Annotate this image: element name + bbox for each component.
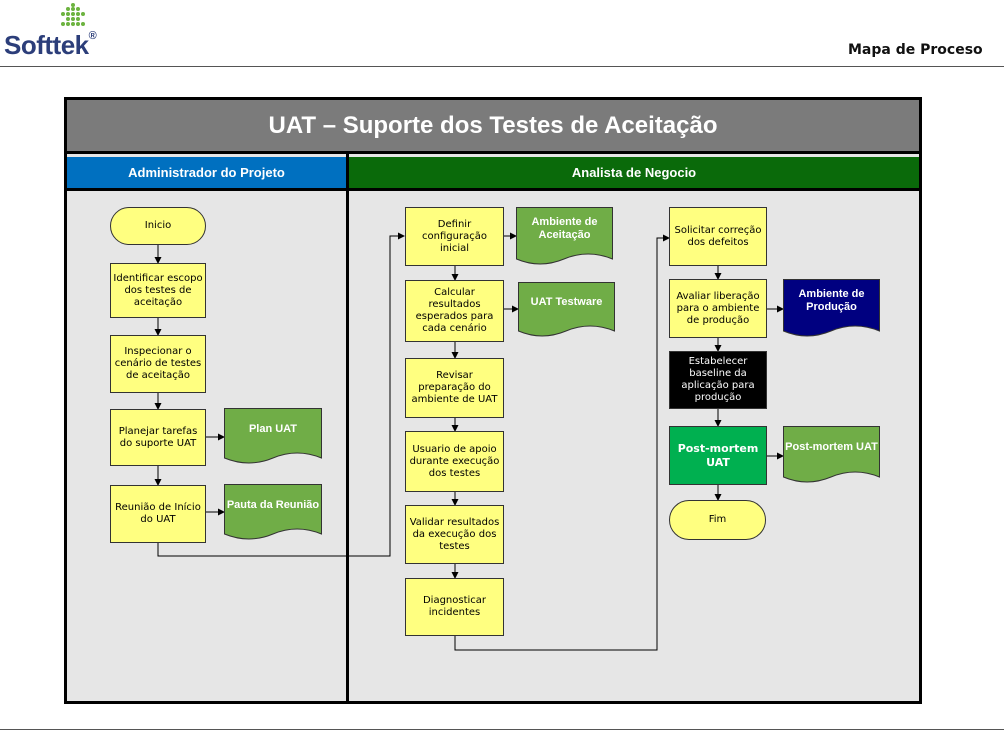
logo-text: Softtek	[4, 30, 89, 60]
node-estabelecer-baseline: Estabelecer baseline da aplicação para p…	[669, 351, 767, 409]
document-shape-icon	[518, 282, 615, 337]
node-validar-resultados: Validar resultados da execução dos teste…	[405, 505, 504, 564]
doc-label: Ambiente de Produção	[798, 287, 865, 313]
doc-plan-uat: Plan UAT	[224, 408, 322, 466]
footer-rule	[0, 729, 1004, 730]
diagram-title: UAT – Suporte dos Testes de Aceitação	[67, 100, 919, 154]
doc-ambiente-producao: Ambiente de Produção	[783, 279, 880, 339]
document-shape-icon	[224, 408, 322, 464]
node-usuario-apoio: Usuario de apoio durante execução dos te…	[405, 431, 504, 492]
document-shape-icon	[516, 207, 613, 265]
doc-label: UAT Testware	[530, 296, 603, 309]
header-rule	[0, 66, 1004, 67]
doc-pauta-reuniao: Pauta da Reunião	[224, 484, 322, 542]
lane-divider	[346, 154, 349, 702]
document-title: Mapa de Proceso	[848, 42, 983, 58]
doc-postmortem: Post-mortem UAT	[783, 426, 880, 485]
node-postmortem-uat: Post-mortem UAT	[669, 426, 767, 485]
node-planejar-tarefas: Planejar tarefas do suporte UAT	[110, 409, 206, 466]
node-avaliar-liberacao: Avaliar liberação para o ambiente de pro…	[669, 279, 767, 338]
doc-label: Post-mortem UAT	[785, 440, 878, 453]
logo-wordmark: Softtek®	[4, 30, 97, 61]
doc-ambiente-aceitacao: Ambiente de Aceitação	[516, 207, 613, 267]
doc-uat-testware: UAT Testware	[518, 282, 615, 339]
softtek-logo-icon	[58, 2, 88, 30]
document-shape-icon	[224, 484, 322, 540]
doc-label: Ambiente de Aceitação	[531, 215, 598, 241]
node-diagnosticar-incidentes: Diagnosticar incidentes	[405, 578, 504, 636]
lane-header-admin: Administrador do Projeto	[67, 157, 346, 191]
node-identificar-escopo: Identificar escopo dos testes de aceitaç…	[110, 263, 206, 318]
node-calcular-resultados: Calcular resultados esperados para cada …	[405, 280, 504, 342]
lane-header-analyst: Analista de Negocio	[349, 157, 919, 191]
arrow-diagnosticar-solicitar	[454, 234, 670, 651]
doc-label: Pauta da Reunião	[226, 498, 320, 511]
node-solicitar-correcao: Solicitar correção dos defeitos	[669, 207, 767, 266]
node-definir-configuracao: Definir configuração inicial	[405, 207, 504, 266]
arrow-reuniao-definir	[157, 232, 405, 557]
node-inspecionar-cenario: Inspecionar o cenário de testes de aceit…	[110, 335, 206, 393]
document-shape-icon	[783, 279, 880, 337]
node-reuniao-inicio: Reunião de Início do UAT	[110, 485, 206, 543]
logo-registered-mark: ®	[88, 30, 97, 42]
node-inicio: Inicio	[110, 207, 206, 245]
doc-label: Plan UAT	[248, 422, 298, 435]
document-shape-icon	[783, 426, 880, 483]
node-revisar-preparacao: Revisar preparação do ambiente de UAT	[405, 358, 504, 418]
node-fim: Fim	[669, 500, 766, 540]
